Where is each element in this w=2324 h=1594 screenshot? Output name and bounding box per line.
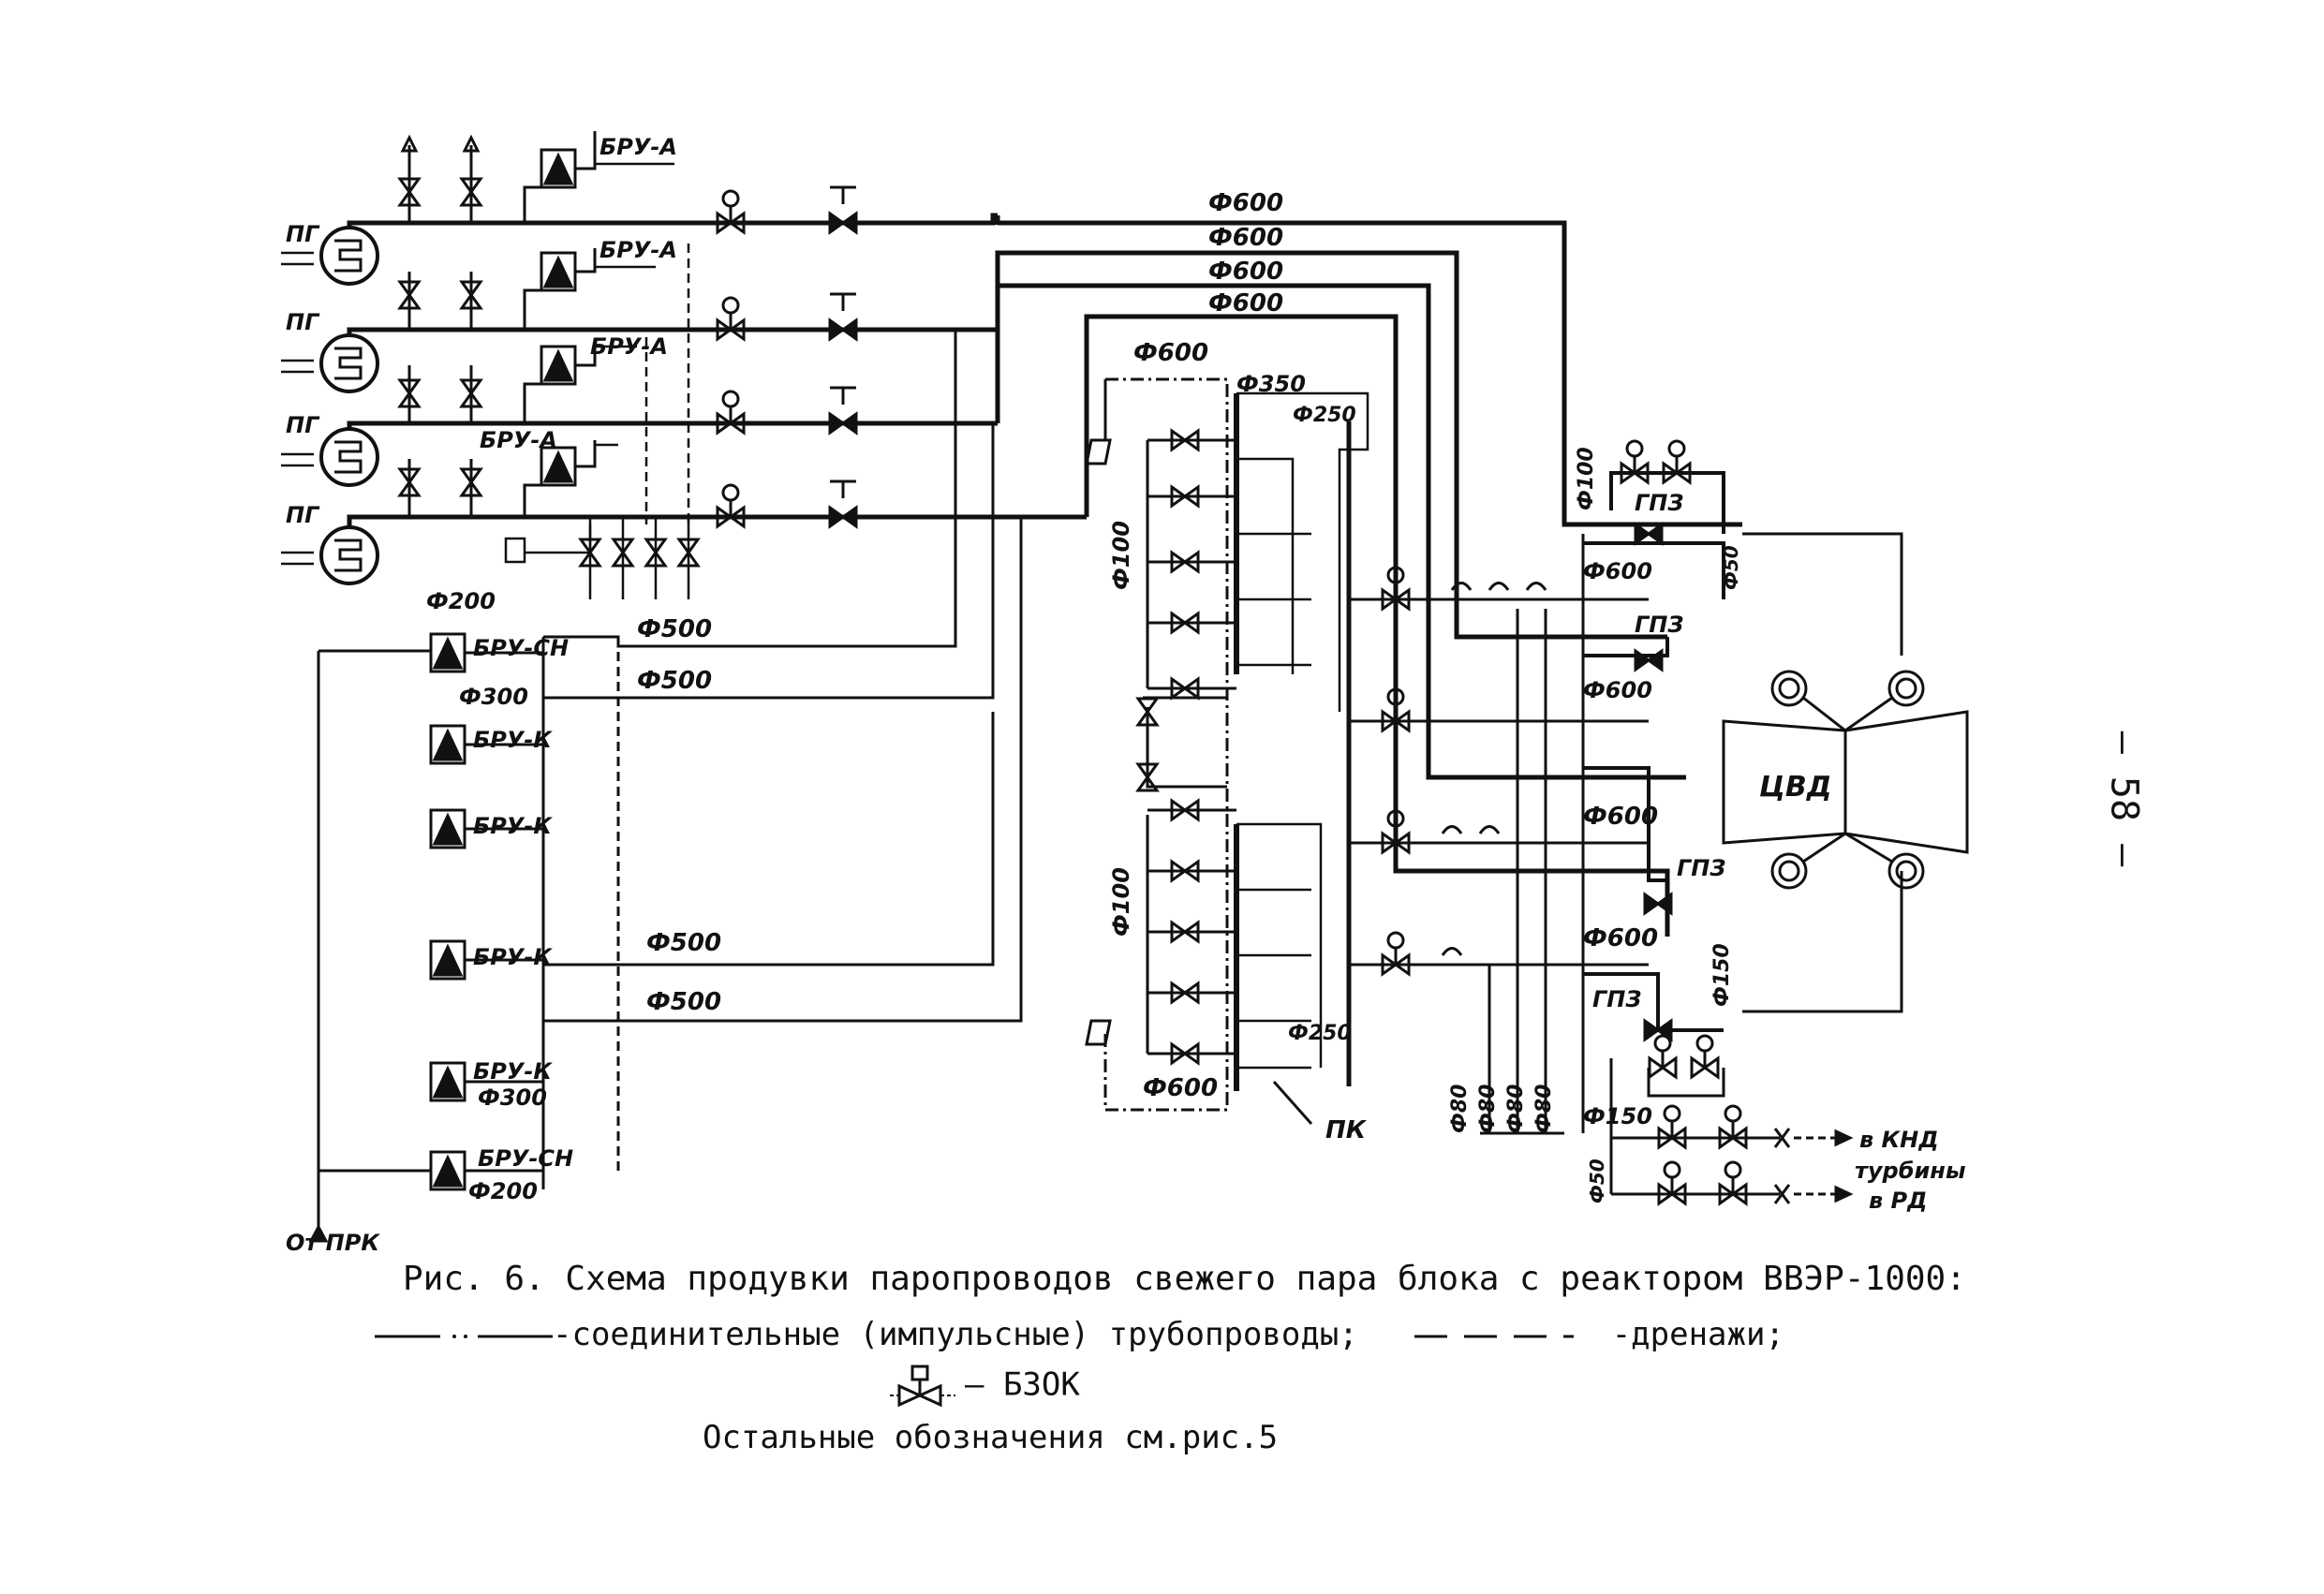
d600-collector-bottom: Ф600 — [1143, 1074, 1218, 1102]
gpz-label-1: ГПЗ — [1635, 490, 1683, 516]
legend-row: -соединительные (импульсные) трубопровод… — [375, 1316, 1784, 1353]
bru-a-label-1: БРУ-А — [600, 134, 677, 160]
bru-a-label-2: БРУ-А — [600, 237, 677, 263]
gpz-label-3: ГПЗ — [1677, 855, 1725, 881]
d600-label-4: Ф600 — [1208, 289, 1283, 317]
d500-label-1: Ф500 — [637, 615, 712, 643]
d50-gpz-top: Ф50 — [1720, 545, 1742, 590]
bru-k-label-1: БРУ-К — [473, 727, 553, 753]
drain-line-symbol — [1414, 1335, 1575, 1337]
bzok-valve-icon — [890, 1365, 955, 1408]
bru-a-3-icon — [540, 345, 577, 386]
d80-label-4: Ф80 — [1532, 1085, 1556, 1133]
hp-cylinder — [1722, 532, 1969, 1013]
figure-caption: Рис. 6. Схема продувки паропроводов свеж… — [403, 1260, 1966, 1298]
legend-impulse-text: -соединительные (импульсные) трубопровод… — [553, 1316, 1358, 1353]
d50-drain: Ф50 — [1586, 1159, 1608, 1203]
sg-safety-valves — [398, 136, 482, 517]
header-valves — [718, 185, 858, 528]
to-knd-label-2: турбины — [1855, 1158, 1966, 1184]
bzok-text: – БЗОК — [965, 1365, 1080, 1404]
sg-label-1: ПГ — [286, 221, 320, 247]
d600-gpz-4: Ф600 — [1583, 924, 1658, 952]
d600-label-2: Ф600 — [1208, 224, 1283, 252]
blowdown-collector — [1085, 377, 1369, 1125]
sg-label-2: ПГ — [286, 309, 320, 335]
to-knd-label: в КНД — [1859, 1127, 1939, 1153]
d100-label-2: Ф100 — [1108, 867, 1134, 937]
sg-label-4: ПГ — [286, 502, 320, 528]
drain-outlets — [1609, 1036, 1854, 1203]
gpz-label-4: ГПЗ — [1592, 986, 1641, 1012]
d300-label-top: Ф300 — [459, 684, 528, 710]
turbine-hp-label: ЦВД — [1759, 771, 1831, 804]
turbine-feed-valves — [1349, 534, 1649, 1135]
bru-sn-bottom-label: БРУ-СН — [478, 1145, 573, 1172]
d500-label-4: Ф500 — [646, 988, 721, 1016]
sg-label-3: ПГ — [286, 412, 320, 438]
bru-a-units — [523, 131, 674, 517]
bru-a-label-4: БРУ-А — [480, 427, 557, 453]
steam-generator-group — [281, 213, 1087, 585]
d500-label-3: Ф500 — [646, 929, 721, 957]
d80-label-3: Ф80 — [1504, 1085, 1528, 1133]
d100-gpz: Ф100 — [1575, 447, 1598, 510]
bru-a-2-icon — [540, 251, 577, 292]
bru-k-label-2: БРУ-К — [473, 813, 553, 839]
bzok-legend: – БЗОК — [890, 1363, 1080, 1410]
d80-label-1: Ф80 — [1448, 1085, 1472, 1133]
d200-label-bottom: Ф200 — [468, 1178, 538, 1204]
d350-label: Ф350 — [1236, 371, 1306, 397]
pk-label: ПК — [1325, 1116, 1368, 1144]
bru-k-label-3: БРУ-К — [473, 944, 553, 970]
impulse-line-symbol — [375, 1334, 553, 1338]
d80-label-2: Ф80 — [1476, 1085, 1500, 1133]
page-number: – 58 – — [2102, 731, 2146, 867]
steam-generator-2 — [319, 333, 379, 393]
d600-gpz-1: Ф600 — [1583, 558, 1652, 584]
bru-sn-label: БРУ-СН — [473, 635, 569, 661]
d200-label-top: Ф200 — [426, 588, 496, 614]
d150-drain: Ф150 — [1583, 1103, 1652, 1129]
bru-a-label-3: БРУ-А — [590, 333, 668, 360]
d600-label-1: Ф600 — [1208, 189, 1283, 217]
d600-gpz-2: Ф600 — [1583, 677, 1652, 703]
d300-label-bottom: Ф300 — [478, 1085, 547, 1111]
bru-a-4-icon — [540, 446, 577, 487]
d600-gpz-3: Ф600 — [1583, 803, 1658, 831]
steam-generator-1 — [319, 226, 379, 286]
bru-k-label-4: БРУ-К — [473, 1058, 553, 1085]
steam-line-blowdown-scheme: БРУ-А БРУ-А БРУ-А БРУ-А ПГ ПГ ПГ ПГ — [281, 131, 1969, 1255]
steam-generator-3 — [319, 427, 379, 487]
d100-label-1: Ф100 — [1108, 521, 1134, 590]
from-prk-label: От ПРК — [286, 1230, 380, 1255]
d600-collector-top: Ф600 — [1133, 339, 1208, 367]
other-symbols-note: Остальные обозначения см.рис.5 — [703, 1419, 1279, 1456]
d500-label-2: Ф500 — [637, 667, 712, 695]
d150-gpz: Ф150 — [1710, 943, 1734, 1007]
steam-generator-4 — [319, 525, 379, 585]
d250-label-bottom: Ф250 — [1288, 1022, 1352, 1045]
gpz-label-2: ГПЗ — [1635, 612, 1683, 638]
to-rd-label: в РД — [1869, 1188, 1928, 1214]
legend-drain-text: -дренажи; — [1611, 1316, 1784, 1353]
bru-a-1-icon — [540, 148, 577, 189]
bru-k-bank — [308, 330, 1023, 1243]
d600-label-3: Ф600 — [1208, 258, 1283, 286]
gpz-valves — [1583, 441, 1725, 1041]
header-drains — [504, 244, 700, 599]
d250-label-top: Ф250 — [1293, 404, 1356, 427]
